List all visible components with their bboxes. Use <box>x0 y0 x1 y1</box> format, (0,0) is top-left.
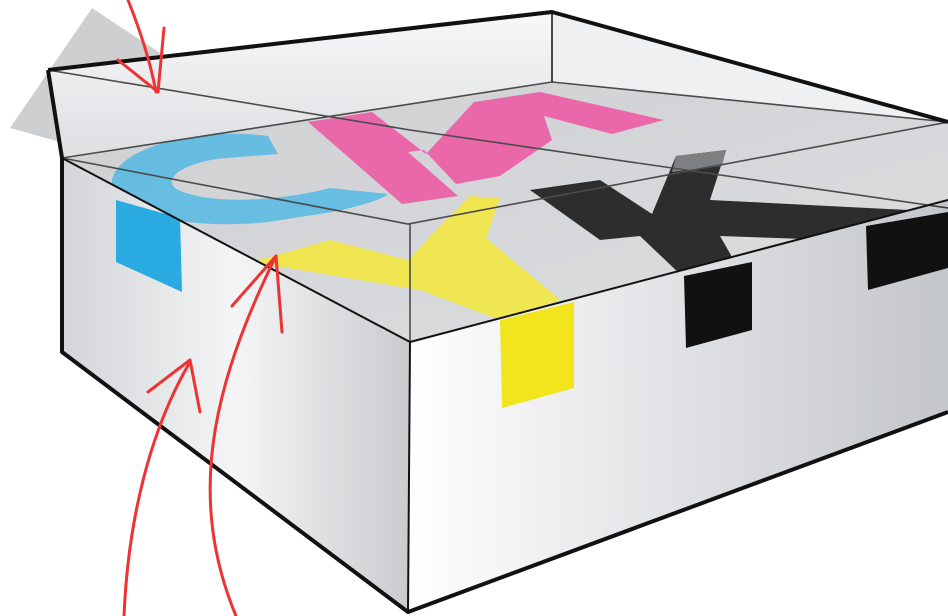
letter-k-wall-right <box>866 212 948 290</box>
letter-m-shape <box>308 92 664 204</box>
letter-y-shape <box>252 196 560 320</box>
letter-c-shape <box>111 133 389 225</box>
arrow-icon <box>116 0 166 94</box>
letter-k-wall <box>684 262 752 348</box>
arrow-icon <box>208 254 284 616</box>
box-front-wall <box>408 200 948 612</box>
letter-y-wall <box>500 302 574 408</box>
arrow-icon <box>122 358 202 616</box>
box-floor <box>62 82 948 342</box>
letter-k-shape <box>530 150 948 276</box>
letter-c-wall <box>116 200 182 292</box>
back-wall-left <box>48 12 552 158</box>
box-outline <box>46 10 948 614</box>
